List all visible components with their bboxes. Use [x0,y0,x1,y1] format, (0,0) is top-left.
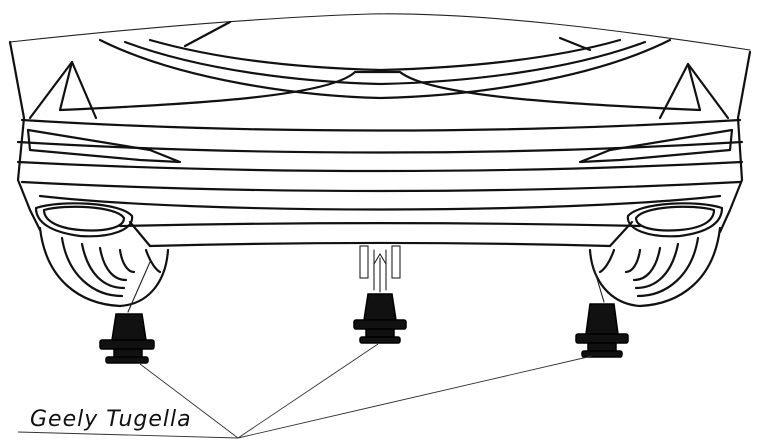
leader-lines [17,343,593,439]
left-wheel [38,226,170,308]
center-clip [363,293,397,321]
center-mount-tabs [359,245,401,291]
left-clip-assembly [99,261,155,364]
left-clip [111,313,147,341]
center-clip-assembly [353,252,407,344]
right-clip [585,303,619,335]
right-clip-assembly [575,261,629,358]
right-wheel [588,226,722,308]
rear-bumper-drawing [8,13,752,248]
caption-label: Geely Tugella [30,407,192,432]
